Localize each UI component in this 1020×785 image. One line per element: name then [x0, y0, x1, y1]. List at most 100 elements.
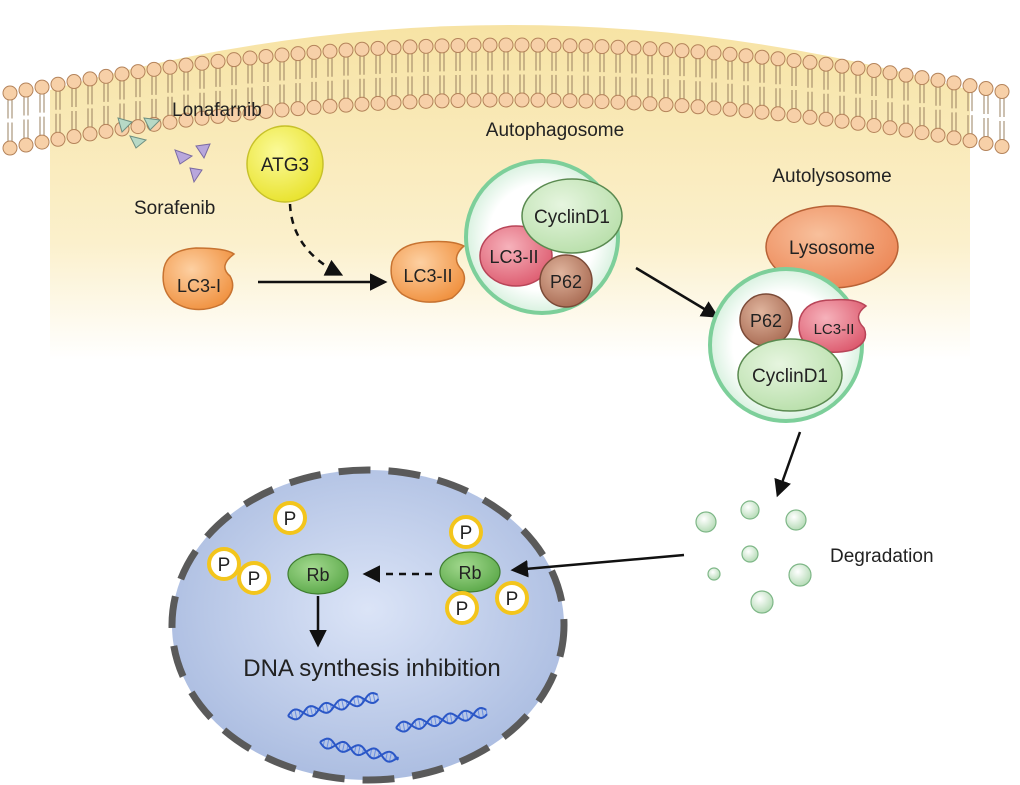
lipid-head: [210, 53, 226, 69]
dna-inhibition-label: DNA synthesis inhibition: [243, 655, 500, 682]
lipid-head: [162, 114, 178, 130]
lipid-head: [690, 99, 706, 115]
lipid-head: [754, 104, 770, 120]
lipid-head: [2, 140, 18, 156]
arrow-atg3-dashed: [288, 203, 344, 276]
lipid-head: [178, 57, 194, 73]
svg-text:P: P: [218, 555, 231, 576]
lipid-head: [66, 74, 82, 90]
lipid-head: [178, 112, 194, 128]
lipid-head: [450, 38, 466, 54]
degradation-particles: [695, 500, 812, 614]
lipid-head: [50, 76, 66, 92]
cyclind1-autolysosome-label: CyclinD1: [752, 366, 828, 387]
dna-helices: [287, 692, 488, 763]
lipid-head: [418, 38, 434, 54]
lipid-head: [18, 137, 34, 153]
lipid-head: [674, 43, 690, 59]
lipid-head: [850, 115, 866, 131]
svg-text:P: P: [284, 509, 297, 530]
lipid-head: [914, 125, 930, 141]
p62-inner-label: P62: [550, 272, 582, 292]
lipid-head: [562, 38, 578, 54]
dna-helix: [287, 692, 380, 721]
autolysosome-label: Autolysosome: [772, 166, 891, 187]
lipid-head: [322, 98, 338, 114]
arrow-to-autolysosome: [635, 266, 720, 318]
lipid-head: [306, 99, 322, 115]
lipid-head: [482, 37, 498, 53]
lipid-head: [146, 61, 162, 77]
lipid-head: [242, 105, 258, 121]
lipid-head: [754, 49, 770, 65]
rb-phosphorylated-label: Rb: [458, 563, 481, 583]
sorafenib-label: Sorafenib: [134, 198, 215, 219]
lipid-head: [18, 82, 34, 98]
lipid-head: [274, 102, 290, 118]
lipid-head: [226, 107, 242, 123]
lipid-head: [354, 96, 370, 112]
cyclind1-autolysosome: [737, 338, 843, 412]
p62-inner: [539, 254, 593, 308]
lipid-head: [290, 46, 306, 62]
lipid-head: [706, 45, 722, 61]
lipid-head: [770, 106, 786, 122]
lipid-head: [338, 97, 354, 113]
lipid-head: [306, 44, 322, 60]
lipid-head: [898, 67, 914, 83]
lipid-head: [514, 92, 530, 108]
lipid-head: [818, 56, 834, 72]
lipid-head: [50, 131, 66, 147]
lysosome-label: Lysosome: [789, 238, 875, 259]
lipid-head: [98, 68, 114, 84]
lipid-head: [882, 65, 898, 81]
lipid-head: [738, 103, 754, 119]
lipid-head: [642, 41, 658, 57]
lipid-head: [610, 39, 626, 55]
lipid-head: [914, 70, 930, 86]
svg-text:P: P: [456, 599, 469, 620]
p62-autolysosome-label: P62: [750, 311, 782, 331]
lipid-head: [994, 139, 1010, 155]
nuclear-envelope: [168, 466, 568, 784]
lipid-head: [498, 92, 514, 108]
svg-text:P: P: [506, 589, 519, 610]
rb-phosphorylated: [439, 551, 501, 593]
lipid-head: [578, 38, 594, 54]
lipid-head: [802, 54, 818, 70]
lipid-head: [338, 42, 354, 58]
lipid-head: [946, 75, 962, 91]
lipid-head: [738, 48, 754, 64]
sorafenib-molecules: [174, 143, 211, 184]
cyclind1-inner-label: CyclinD1: [534, 207, 610, 228]
lipid-head: [866, 62, 882, 78]
lipid-head: [258, 103, 274, 119]
arrow-to-degradation: [774, 431, 802, 498]
lipid-head: [546, 92, 562, 108]
lipid-head: [370, 40, 386, 56]
lipid-head: [354, 41, 370, 57]
lipid-head: [594, 39, 610, 55]
lipid-head: [242, 50, 258, 66]
lipid-head: [850, 60, 866, 76]
lipid-head: [994, 84, 1010, 100]
lc3-i-protein: [162, 247, 236, 311]
lipid-head: [130, 64, 146, 80]
rb-protein: [287, 553, 349, 595]
dna-helix: [319, 737, 400, 763]
lipid-head: [130, 119, 146, 135]
lipid-head: [34, 134, 50, 150]
cyclind1-inner: [521, 178, 623, 254]
cell-membrane: [2, 37, 1010, 156]
lipid-head: [82, 71, 98, 87]
lipid-head: [466, 37, 482, 53]
lipid-head: [82, 126, 98, 142]
lc3-i-label: LC3-I: [177, 276, 221, 296]
lipid-head: [882, 120, 898, 136]
lipid-head: [466, 92, 482, 108]
atg3-label: ATG3: [261, 155, 309, 176]
lipid-head: [274, 47, 290, 63]
lipid-head: [658, 97, 674, 113]
lipid-head: [386, 40, 402, 56]
